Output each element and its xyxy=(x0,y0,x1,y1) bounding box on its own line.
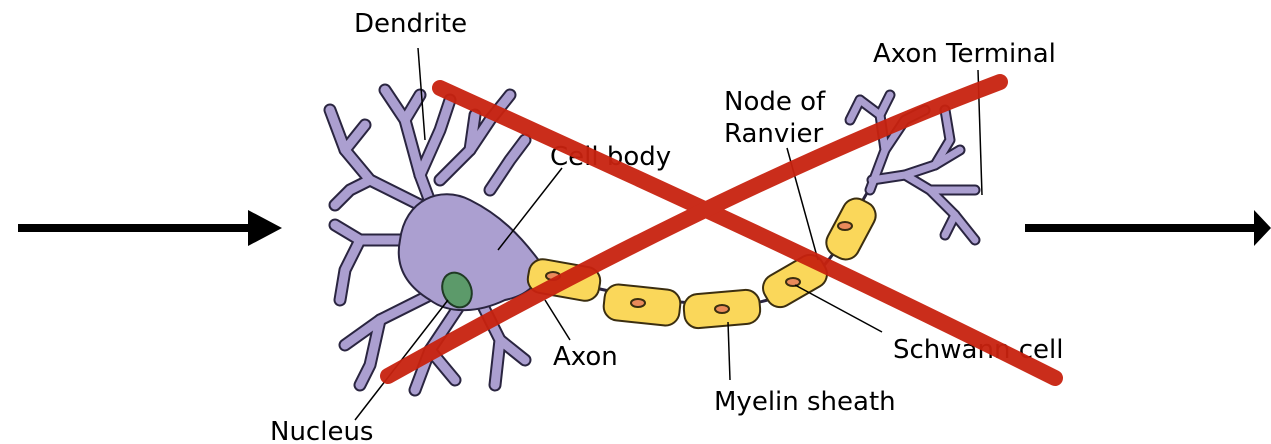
label-nucleus: Nucleus xyxy=(270,417,373,444)
label-dendrite: Dendrite xyxy=(354,9,467,39)
label-axon-terminal: Axon Terminal xyxy=(873,39,1056,69)
label-ranvier: Ranvier xyxy=(724,119,824,149)
schwann-cell-segment xyxy=(602,283,681,327)
label-axon: Axon xyxy=(553,342,618,372)
label-myelin-sheath: Myelin sheath xyxy=(714,387,896,417)
input-arrow-icon xyxy=(18,210,282,246)
schwann-cell-segment xyxy=(683,289,762,329)
schwann-cell-segment xyxy=(821,194,880,265)
label-node-of: Node of xyxy=(724,87,826,117)
output-arrow-icon xyxy=(1025,210,1271,246)
